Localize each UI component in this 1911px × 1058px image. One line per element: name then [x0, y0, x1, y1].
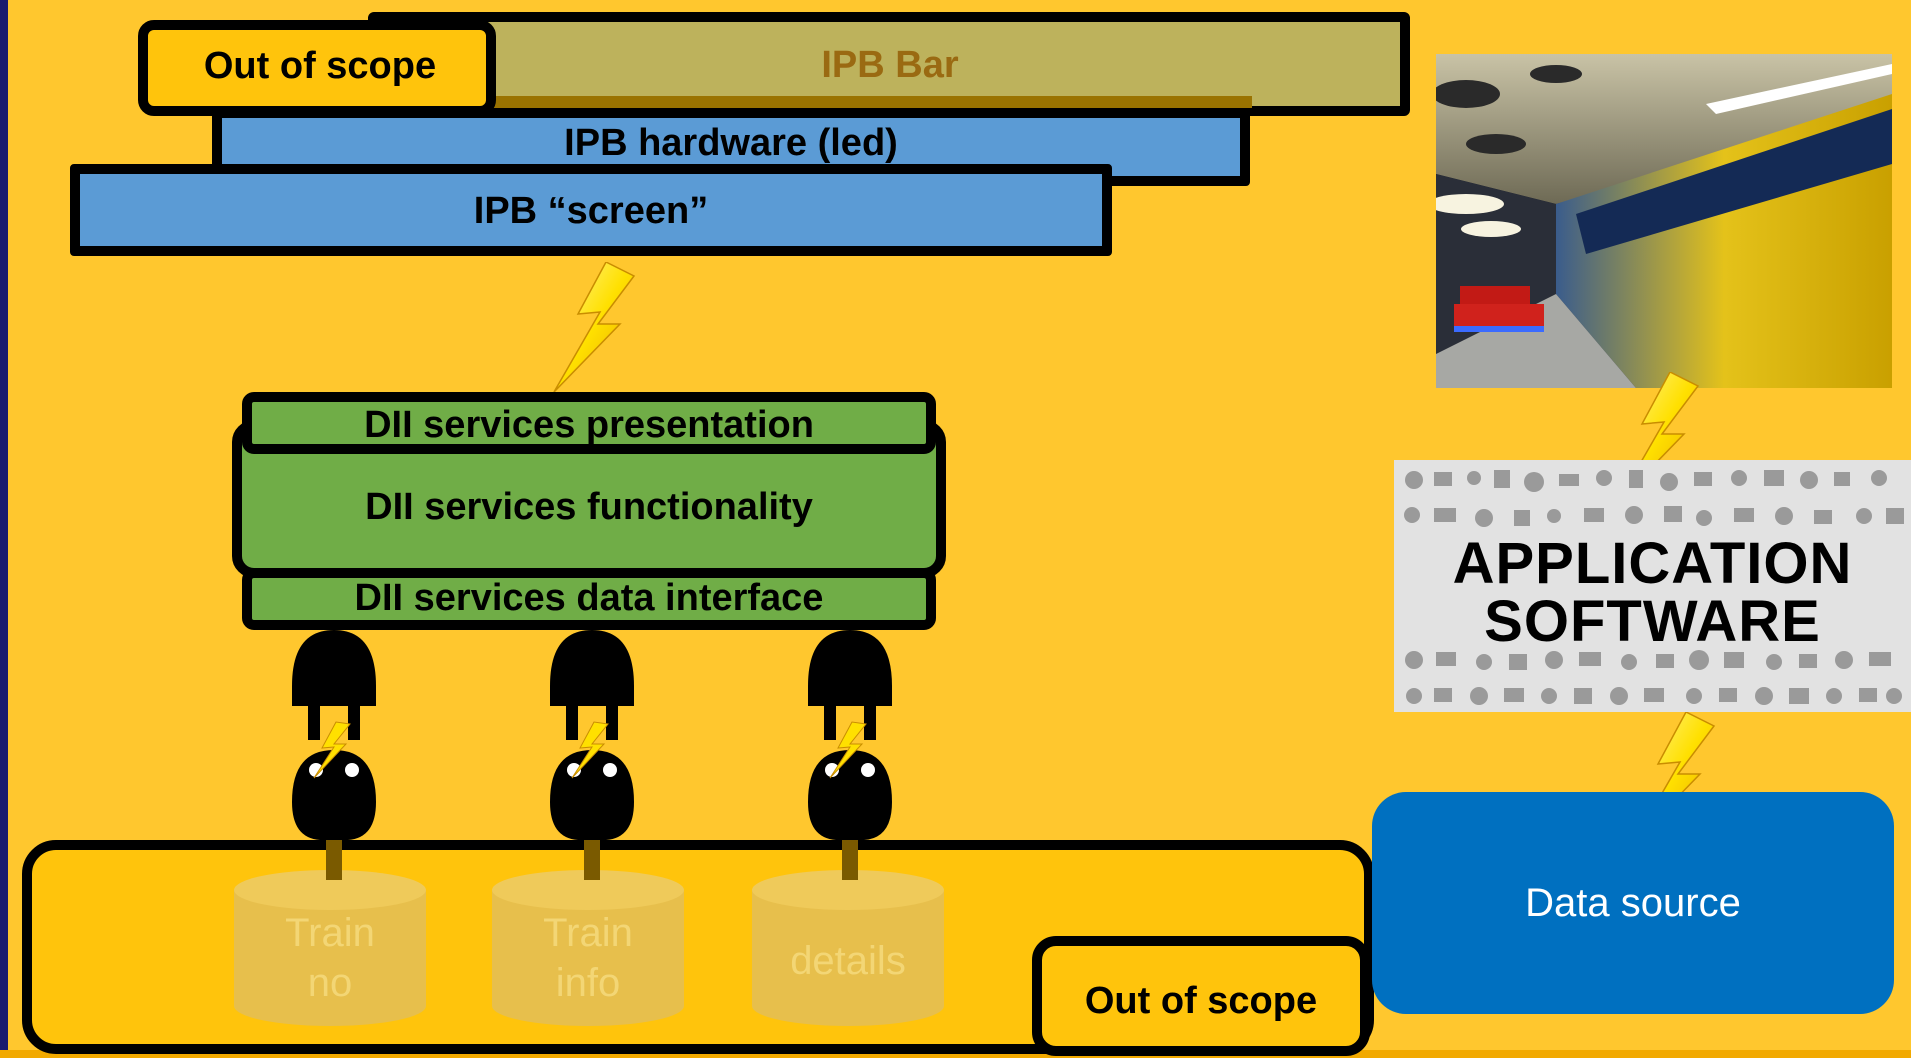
left-edge-stripe [0, 0, 8, 1058]
train-info-source: Train info [492, 908, 684, 1008]
train-no-line2: no [307, 961, 353, 1005]
dii-presentation-label: DII services presentation [364, 404, 814, 446]
ipb-screen-label: IPB “screen” [473, 190, 709, 232]
bottom-edge-stripe [0, 1050, 1911, 1058]
data-source-label: Data source [1525, 881, 1741, 925]
ipb-hardware-label: IPB hardware (led) [564, 122, 898, 164]
train-no-line1: Train [285, 911, 375, 955]
application-line: APPLICATION [1452, 531, 1853, 596]
power-plug-icon [550, 630, 634, 880]
out-of-scope-top-label: Out of scope [203, 45, 437, 87]
details-source: details [752, 936, 944, 986]
details-line: details [790, 939, 906, 983]
dii-presentation-box [242, 392, 936, 454]
dii-functionality-label: DII services functionality [365, 486, 813, 528]
database-cylinder-icon [492, 870, 684, 1026]
train-station-photo [1436, 54, 1892, 388]
application-software-label: APPLICATION SOFTWARE [1394, 535, 1911, 655]
train-no-source: Train no [234, 908, 426, 1008]
ipb-bar-label: IPB Bar [821, 44, 959, 86]
power-plug-icon [292, 630, 376, 880]
out-of-scope-bottom-label: Out of scope [1084, 980, 1318, 1022]
database-cylinder-icon [234, 870, 426, 1026]
data-source-box [1372, 792, 1894, 1014]
train-info-line1: Train [543, 911, 633, 955]
dii-data-interface-box [242, 568, 936, 630]
train-info-line2: info [555, 961, 621, 1005]
application-software-image [1394, 460, 1911, 712]
software-line: SOFTWARE [1484, 589, 1821, 654]
database-cylinder-icon [752, 870, 944, 1026]
ipb-screen-box [70, 164, 1112, 256]
dii-data-interface-label: DII services data interface [354, 577, 824, 619]
power-plug-icon [808, 630, 892, 880]
lightning-bolt-icon [553, 262, 636, 392]
out-of-scope-bottom-box [1032, 936, 1370, 1056]
